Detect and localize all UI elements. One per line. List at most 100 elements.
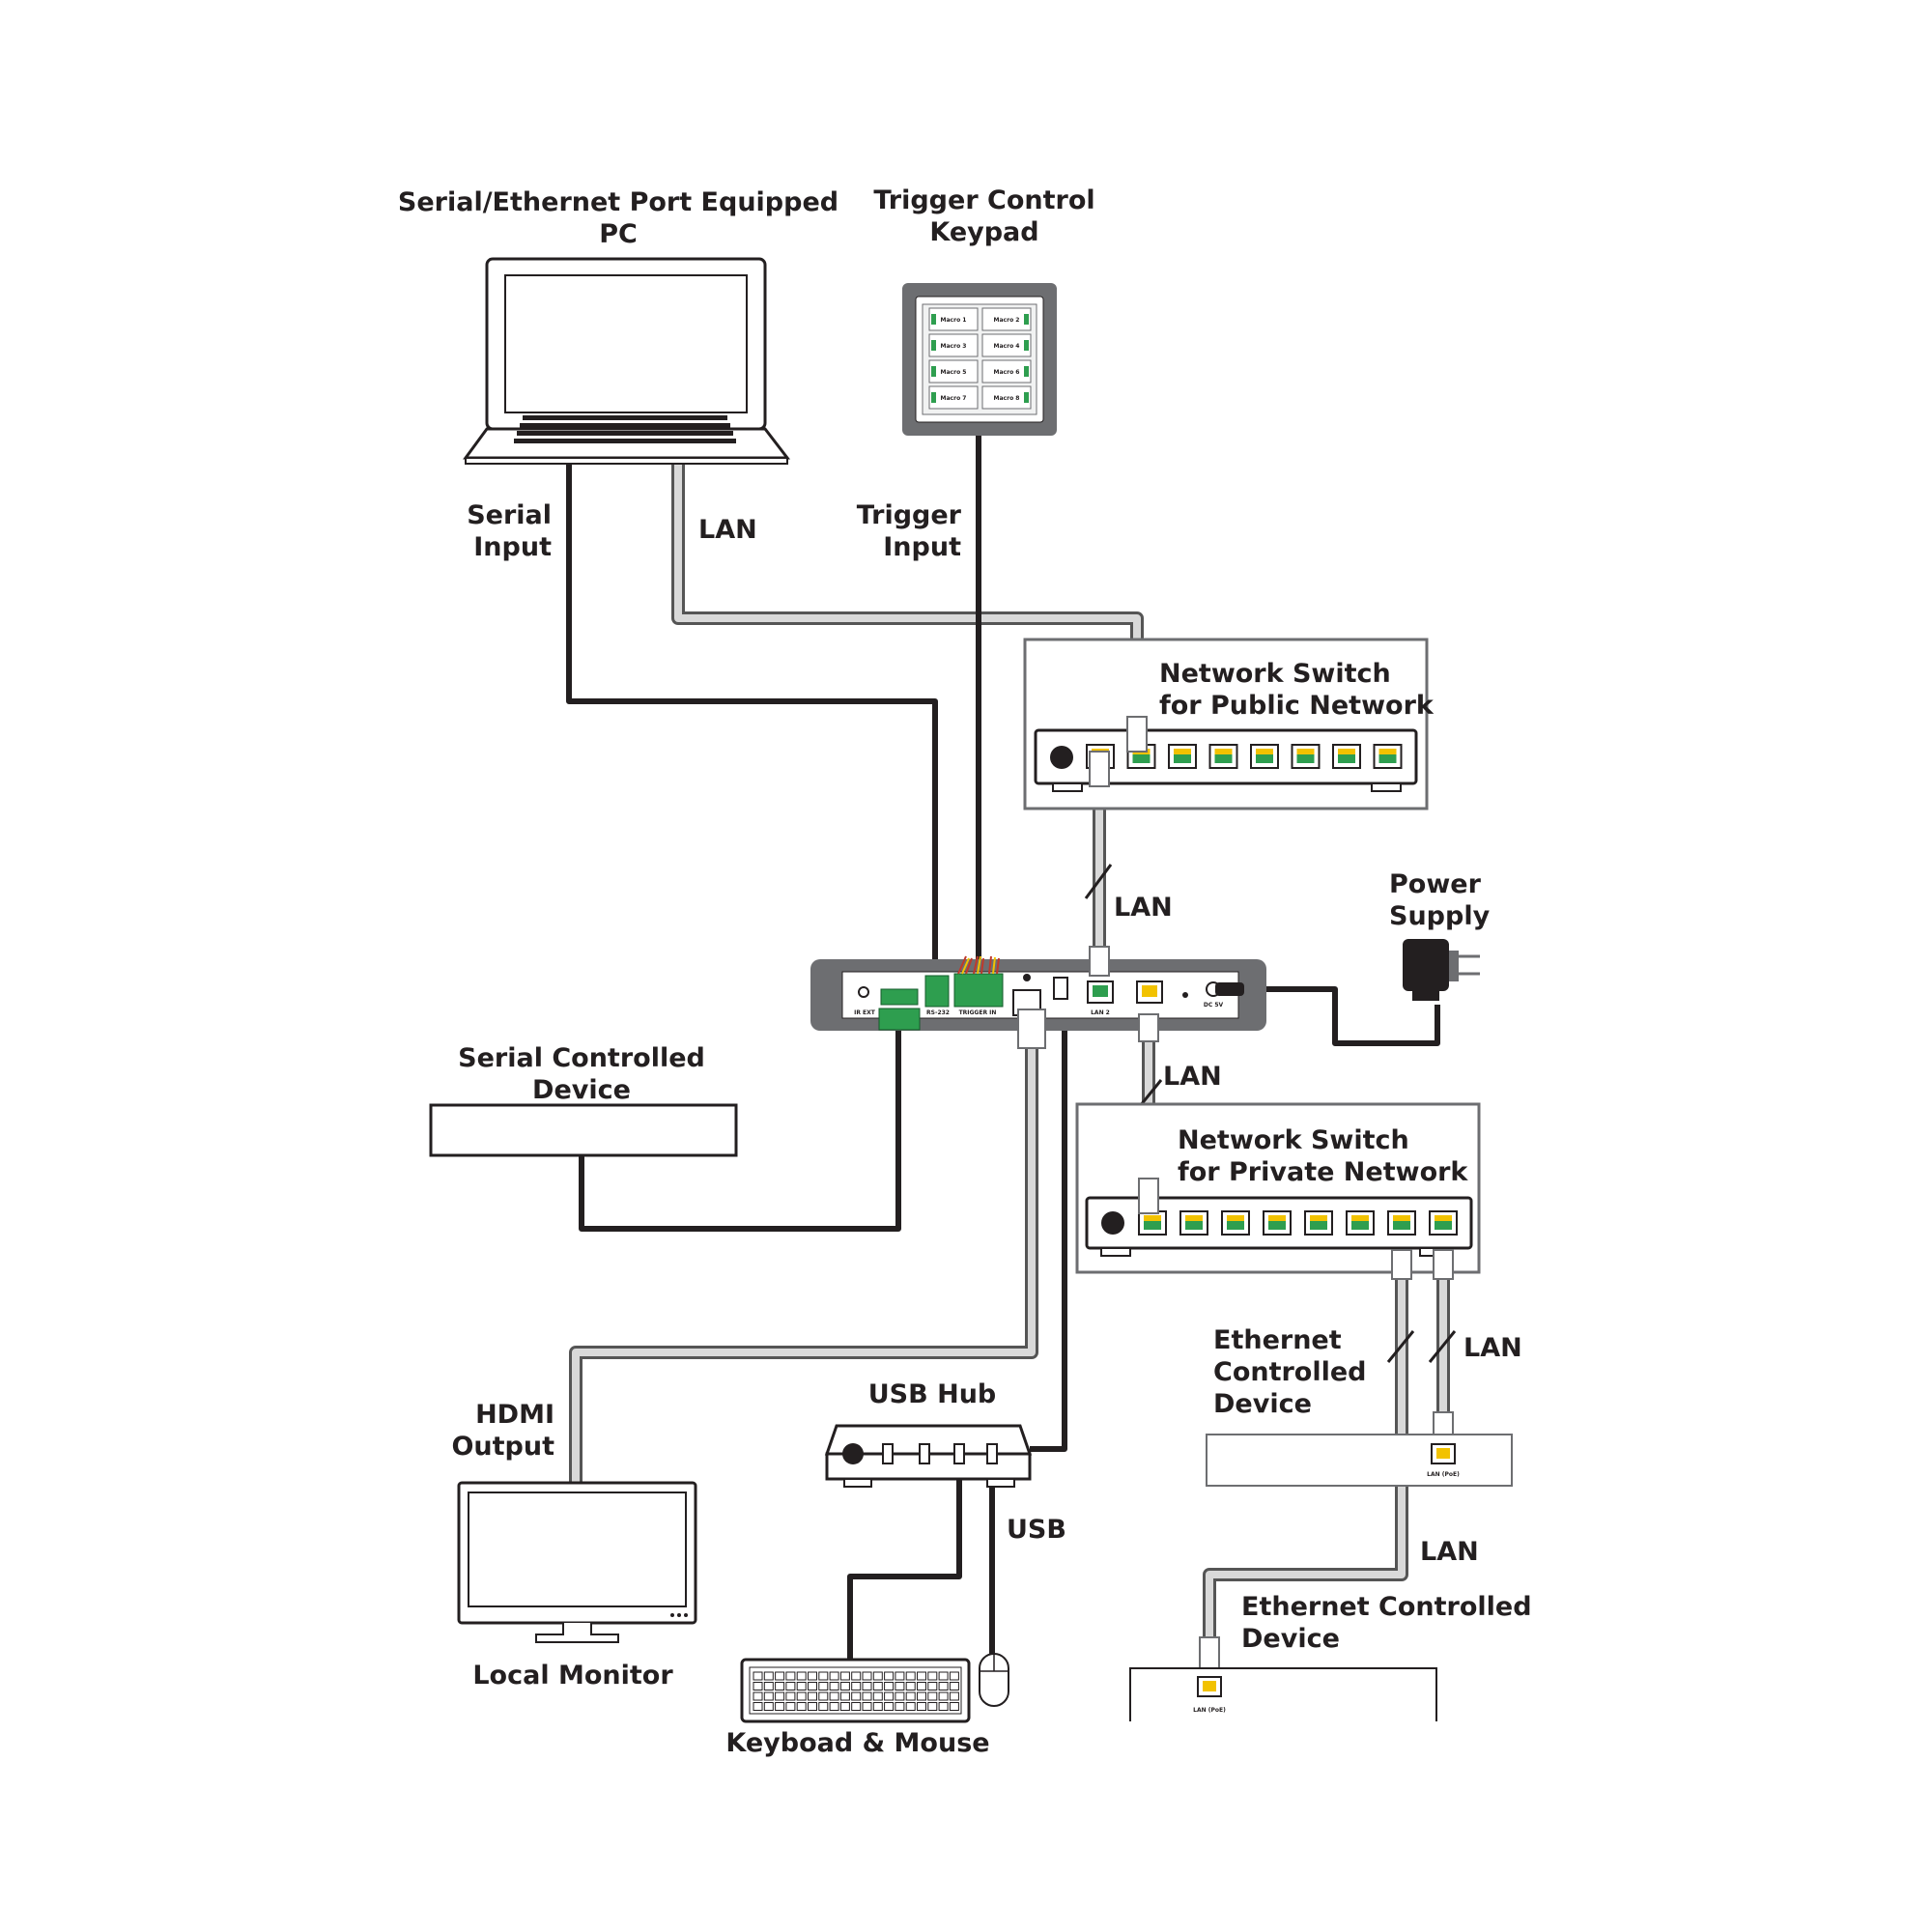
keyboard-key [949, 1691, 959, 1701]
keyboard-key [927, 1671, 938, 1681]
keyboard-key [785, 1682, 796, 1690]
label-serial-input-line1: Serial [467, 500, 552, 530]
label-usb-hub: USB Hub [868, 1379, 997, 1409]
label-serial-device-line1: Serial Controlled [458, 1043, 705, 1073]
lan1-port [1136, 980, 1163, 1004]
dc-plug [1215, 982, 1244, 996]
power-led-public [1050, 746, 1073, 769]
switch-port [1429, 1210, 1458, 1236]
keyboard-key [927, 1691, 938, 1701]
switch-port [1221, 1210, 1250, 1236]
keyboard-key [905, 1702, 916, 1711]
keypad-button: Macro 7 [928, 385, 979, 410]
keyboard-key [753, 1682, 763, 1690]
label-lan-pc: LAN [698, 515, 757, 545]
keyboard-key [938, 1682, 949, 1690]
keypad-button-label: Macro 7 [941, 395, 967, 402]
usb-port [1053, 977, 1068, 1000]
label-switch-public-line2: for Public Network [1159, 691, 1435, 721]
keypad-button: Macro 8 [981, 385, 1032, 410]
cable-serial-device [579, 1029, 901, 1232]
keypad-led [1024, 314, 1029, 325]
keyboard-key [785, 1702, 796, 1711]
label-trigger-input-line1: Trigger [857, 500, 962, 530]
label-trigger-input-line2: Input [883, 532, 961, 562]
keypad-button-label: Macro 4 [994, 343, 1020, 350]
label-switch-public-line1: Network Switch [1159, 659, 1391, 689]
hub-power-led [842, 1443, 864, 1464]
label-keypad-line1: Trigger Control [873, 185, 1094, 215]
keyboard-key [862, 1682, 872, 1690]
keyboard-key [775, 1682, 785, 1690]
main-device-panel: IR EXT RS-232 TRIGGER IN LAN 2 DC 5V [810, 955, 1266, 1031]
label-eth-device1-line2: Controlled [1213, 1357, 1367, 1387]
switch-port [1138, 1210, 1167, 1236]
keyboard-key [785, 1671, 796, 1681]
keyboard-key [808, 1702, 817, 1711]
label-power-line2: Supply [1389, 901, 1491, 931]
keyboard-key [763, 1682, 774, 1690]
switch-port [1373, 744, 1403, 769]
label-pc-line2: PC [599, 219, 638, 249]
keyboard-key [818, 1682, 829, 1690]
keyboard-key [839, 1682, 850, 1690]
label-lan-uplink: LAN [1114, 893, 1173, 923]
keyboard-key [862, 1691, 872, 1701]
panel-label-rs232: RS-232 [926, 1009, 950, 1016]
label-serial-device-line2: Device [532, 1075, 631, 1105]
keypad-button-label: Macro 1 [941, 317, 967, 324]
panel-label-ir-ext: IR EXT [854, 1009, 876, 1016]
keyboard-key [905, 1671, 916, 1681]
label-eth-device1-line1: Ethernet [1213, 1325, 1342, 1355]
keyboard-key [884, 1682, 895, 1690]
keyboard-key [917, 1671, 926, 1681]
keyboard-key [949, 1702, 959, 1711]
keyboard-key [818, 1691, 829, 1701]
keyboard-key [829, 1702, 839, 1711]
label-hdmi-line1: HDMI [475, 1400, 554, 1430]
label-eth-device1-line3: Device [1213, 1389, 1312, 1419]
switch-port [1346, 1210, 1375, 1236]
keyboard-key [796, 1682, 807, 1690]
switch-port [1250, 744, 1279, 769]
laptop-keyboard-keys [514, 415, 736, 443]
trigger-keypad [902, 283, 1057, 436]
keypad-led [1024, 392, 1029, 403]
keyboard-key [851, 1691, 862, 1701]
keyboard-key [938, 1702, 949, 1711]
keyboard-key [884, 1702, 895, 1711]
keyboard-key [753, 1671, 763, 1681]
ir-terminal-block [878, 988, 921, 1031]
keyboard-key [763, 1671, 774, 1681]
keyboard-key [818, 1671, 829, 1681]
panel-label-dc: DC 5V [1204, 1002, 1224, 1009]
cable-usb-hub [1030, 1019, 1067, 1452]
label-hdmi-line2: Output [451, 1432, 554, 1462]
keypad-button: Macro 1 [928, 307, 979, 331]
label-lan-device2: LAN [1420, 1537, 1479, 1567]
keyboard-key [927, 1682, 938, 1690]
cable-usb-keyboard [847, 1473, 962, 1660]
label-serial-input-line2: Input [473, 532, 552, 562]
keyboard-key [872, 1682, 883, 1690]
keyboard-key [895, 1671, 905, 1681]
keypad-button-label: Macro 6 [994, 369, 1020, 376]
keyboard-key [796, 1671, 807, 1681]
label-switch-private-line2: for Private Network [1178, 1157, 1468, 1187]
panel-label-trigger-in: TRIGGER IN [959, 1009, 997, 1016]
keyboard-key [895, 1702, 905, 1711]
cable-break-device2 [1386, 1330, 1415, 1363]
keyboard-key [917, 1691, 926, 1701]
usb-hub [824, 1424, 1033, 1488]
panel-indicator [1023, 974, 1031, 981]
keyboard-key [949, 1671, 959, 1681]
network-switch-private-frame [1075, 1102, 1481, 1274]
label-keyboard-mouse: Keyboad & Mouse [725, 1728, 989, 1758]
cable-power [1246, 986, 1440, 1046]
label-eth-device2-line2: Device [1241, 1624, 1340, 1654]
label-lan-poe-2: LAN (PoE) [1193, 1707, 1226, 1714]
keypad-button: Macro 2 [981, 307, 1032, 331]
keyboard-key [895, 1682, 905, 1690]
